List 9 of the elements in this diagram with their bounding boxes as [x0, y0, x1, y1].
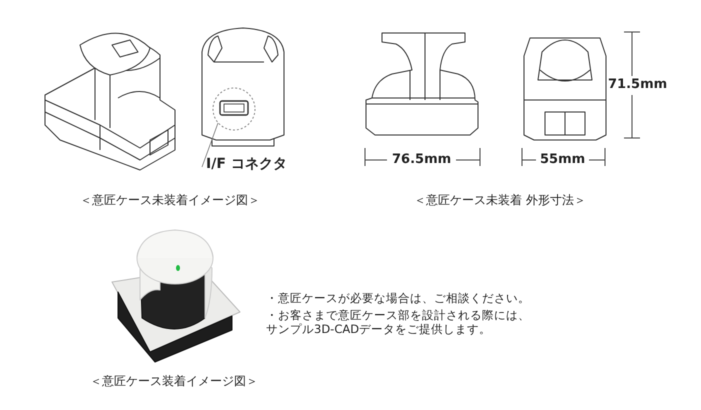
dimension-label: 55mm [540, 152, 586, 168]
leader-line [202, 122, 218, 168]
figure-caption: ＜意匠ケース未装着 外形寸法＞ [414, 193, 586, 208]
dimension-label: 76.5mm [392, 152, 452, 168]
note-text: ・お客さまで意匠ケース部を設計される際には、サンプル3D-CADデータをご提供します。 [266, 308, 531, 337]
connector-label: I/F コネクタ [206, 156, 287, 174]
figure-caption: ＜意匠ケース未装着イメージ図＞ [80, 193, 260, 208]
note-text: ・意匠ケースが必要な場合は、ご相談ください。 [266, 291, 530, 306]
figure-caption: ＜意匠ケース装着イメージ図＞ [90, 374, 258, 389]
